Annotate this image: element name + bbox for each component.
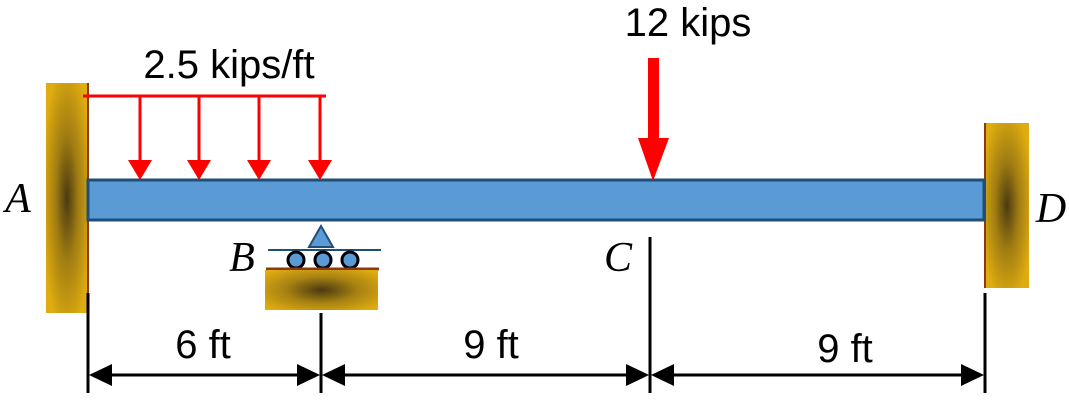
dimension-bc: [322, 364, 649, 386]
roller-pin-triangle: [307, 223, 335, 248]
dimension-ab: [89, 364, 320, 386]
udl-arrow-head: [187, 160, 211, 180]
dimension-label-bc: 9 ft: [463, 323, 519, 367]
arrowhead-right: [297, 364, 320, 386]
roller-wheel: [340, 250, 360, 270]
point-load-shaft: [648, 58, 659, 146]
point-load-head: [638, 138, 669, 181]
beam: [86, 178, 986, 222]
point-label-b: B: [229, 235, 255, 281]
point-load-label: 12 kips: [625, 1, 752, 45]
roller-base: [265, 270, 378, 310]
distributed-load-label: 2.5 kips/ft: [143, 43, 314, 87]
fixed-support-a: [46, 83, 88, 313]
roller-wheel: [286, 250, 306, 270]
udl-arrow-head: [308, 160, 332, 180]
arrowhead-left: [89, 364, 112, 386]
arrowhead-left: [322, 364, 345, 386]
roller-wheel: [313, 250, 333, 270]
roller-support-b: [265, 223, 381, 310]
dimension-label-cd: 9 ft: [817, 327, 873, 371]
arrowhead-right: [961, 364, 984, 386]
dimension-cd: [651, 364, 984, 386]
point-label-a: A: [2, 176, 31, 222]
dimension-label-ab: 6 ft: [175, 323, 231, 367]
arrowhead-left: [651, 364, 674, 386]
distributed-load-arrows: [128, 96, 332, 180]
point-label-d: D: [1035, 186, 1066, 232]
fixed-support-d: [985, 123, 1029, 288]
arrowhead-right: [626, 364, 649, 386]
point-label-c: C: [604, 235, 633, 281]
udl-arrow-head: [128, 160, 152, 180]
udl-arrow-head: [247, 160, 271, 180]
